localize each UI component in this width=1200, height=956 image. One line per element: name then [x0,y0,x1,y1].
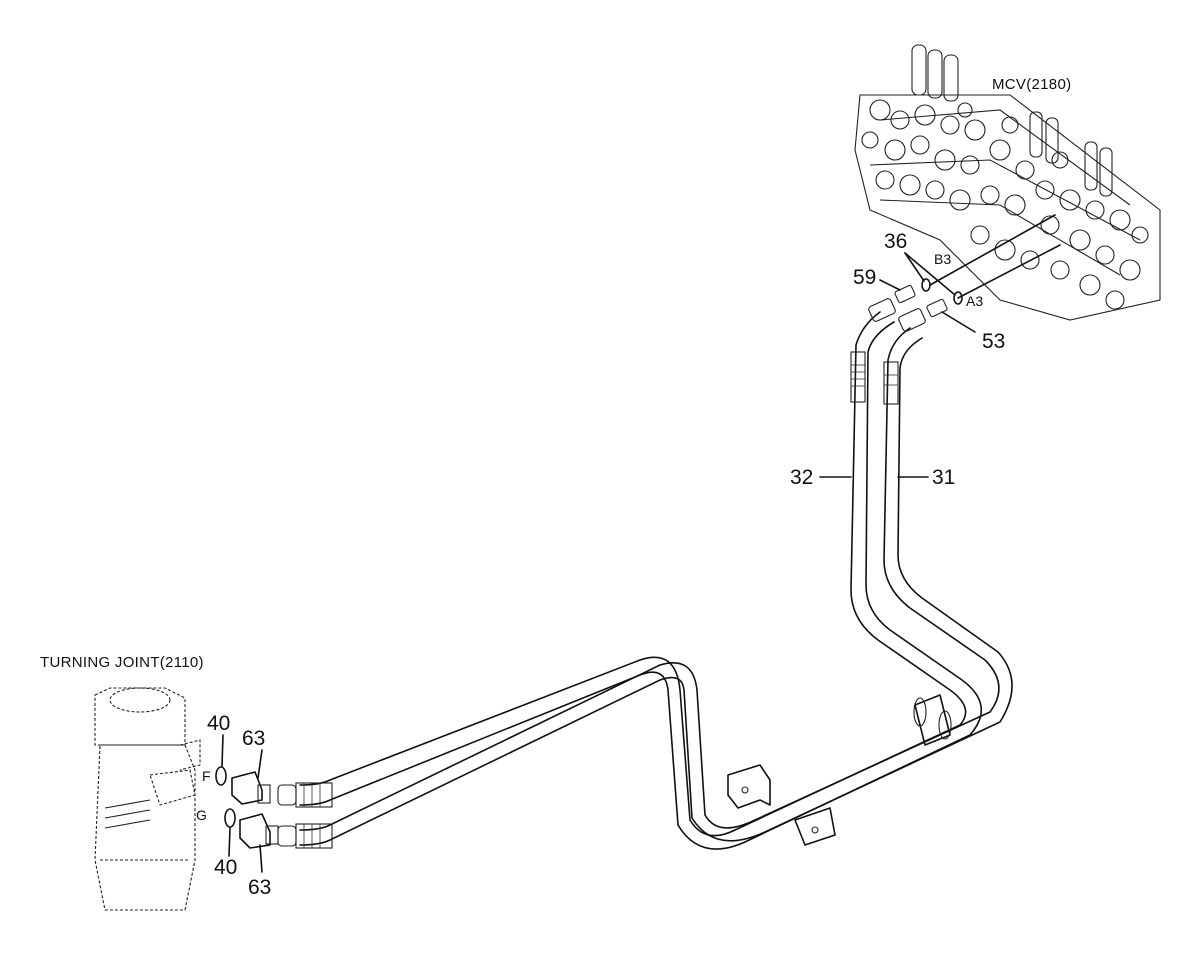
pipe-clamp [913,694,952,746]
hose-32 [299,311,983,850]
mcv-port-leaders [929,214,1061,299]
part-36-label: 36 [884,230,908,253]
part-63-bottom-label: 63 [248,876,272,899]
part-40-bottom-label: 40 [214,856,238,879]
turning-joint-label: TURNING JOINT(2110) [40,654,204,671]
turning-joint-body [94,687,201,911]
hose-ferrules-mcv [850,351,899,405]
elbow-adapters-63 [231,771,279,849]
o-rings-40 [215,766,236,828]
part-40-top-label: 40 [207,712,231,735]
part-31-label: 31 [932,466,956,489]
part-63-top-label: 63 [242,727,266,750]
port-f-label: F [202,768,211,784]
port-b3-label: B3 [934,251,952,267]
mcv-label: MCV(2180) [992,76,1072,93]
part-leader-lines [221,252,976,873]
hose-31 [299,327,1013,846]
mounting-brackets [727,764,836,846]
part-32-label: 32 [790,466,814,489]
part-59-label: 59 [853,266,877,289]
port-a3-label: A3 [966,293,984,309]
hose-ends-turning-joint [277,782,333,849]
mcv-valve-body [854,44,1161,321]
port-g-label: G [196,807,207,823]
part-53-label: 53 [982,330,1006,353]
mcv-fittings [868,278,963,332]
